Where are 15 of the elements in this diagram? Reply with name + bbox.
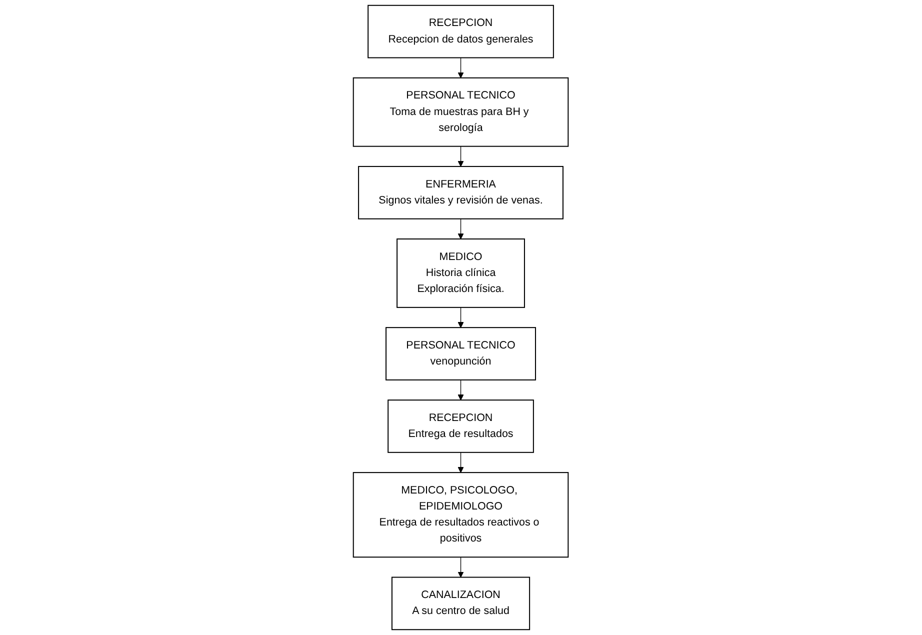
arrow <box>458 57 464 78</box>
arrow <box>458 380 464 400</box>
node-box: MEDICO, PSICOLOGO, EPIDEMIOLOGO Entrega de resultados reactivos o positivos <box>353 472 569 558</box>
arrow <box>458 556 464 578</box>
arrow <box>458 218 464 240</box>
node-box: PERSONAL TECNICO Toma de muestras para BH y serología <box>353 77 569 147</box>
arrow <box>458 452 464 473</box>
arrow <box>458 146 464 167</box>
node-box: MEDICO Historia clínica Exploración física. <box>396 238 526 308</box>
node-box: ENFERMERIA Signos vitales y revisión de venas. <box>358 166 564 220</box>
node-box: CANALIZACION A su centro de salud <box>392 576 530 630</box>
node-box: RECEPCION Recepcion de datos generales <box>368 4 554 58</box>
node-box: PERSONAL TECNICO venopunción <box>386 327 536 380</box>
arrow <box>458 307 464 328</box>
node-box: RECEPCION Entrega de resultados <box>388 400 534 453</box>
